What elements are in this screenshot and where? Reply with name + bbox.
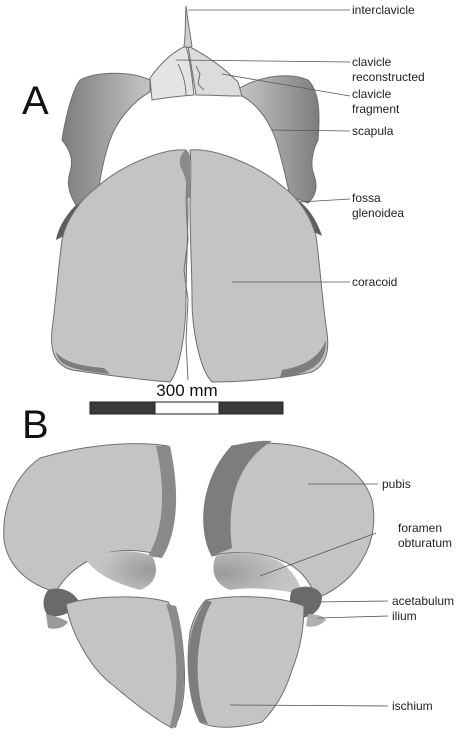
interclavicle xyxy=(183,5,193,48)
pubis-right-edge xyxy=(203,440,272,556)
pubis-left-edge xyxy=(148,446,177,558)
panel-label-b: B xyxy=(22,403,49,447)
label-interclavicle: interclavicle xyxy=(352,3,415,17)
ilium-right xyxy=(306,614,326,627)
label-clavicle-reconstructed-1: clavicle xyxy=(352,55,392,69)
leader-lines xyxy=(175,9,389,707)
label-acetabulum: acetabulum xyxy=(392,594,454,608)
scapula-right xyxy=(239,75,320,204)
scale-bar-segment-2 xyxy=(154,401,220,415)
clavicle-reconstructed xyxy=(149,45,195,101)
scale-bar-segment-1 xyxy=(89,401,156,415)
label-ilium: ilium xyxy=(392,609,417,623)
label-foramen-obturatum-2: obturatum xyxy=(398,536,452,550)
label-scapula: scapula xyxy=(352,124,394,138)
ischium-left xyxy=(65,596,185,729)
scale-bar-label: 300 mm xyxy=(156,381,217,400)
label-ischium: ischium xyxy=(392,699,433,713)
pelvic-girdle xyxy=(3,440,375,729)
scale-bar: 300 mm xyxy=(89,381,284,415)
shoulder-girdle xyxy=(51,5,329,383)
ischium-right-edge xyxy=(188,600,212,724)
label-clavicle-reconstructed-2: reconstructed xyxy=(352,70,425,84)
ischium-left-edge xyxy=(166,604,185,728)
panel-label-a: A xyxy=(22,79,49,123)
foramen-obturatum-right xyxy=(213,552,302,594)
ischium-right xyxy=(187,596,305,728)
foramen-obturatum-left xyxy=(86,551,156,590)
label-fossa-glenoidea-1: fossa xyxy=(352,191,381,205)
scapula-left xyxy=(61,72,151,206)
label-pubis: pubis xyxy=(382,477,411,491)
label-fossa-glenoidea-2: glenoidea xyxy=(352,206,404,220)
clavicle-fragment xyxy=(187,45,243,97)
label-foramen-obturatum-1: foramen xyxy=(398,521,442,535)
scale-bar-segment-3 xyxy=(218,401,284,415)
coracoid-right xyxy=(189,149,329,383)
label-clavicle-fragment-2: fragment xyxy=(352,102,400,116)
label-clavicle-fragment-1: clavicle xyxy=(352,87,392,101)
ilium-left xyxy=(46,614,68,629)
label-coracoid: coracoid xyxy=(352,275,397,289)
